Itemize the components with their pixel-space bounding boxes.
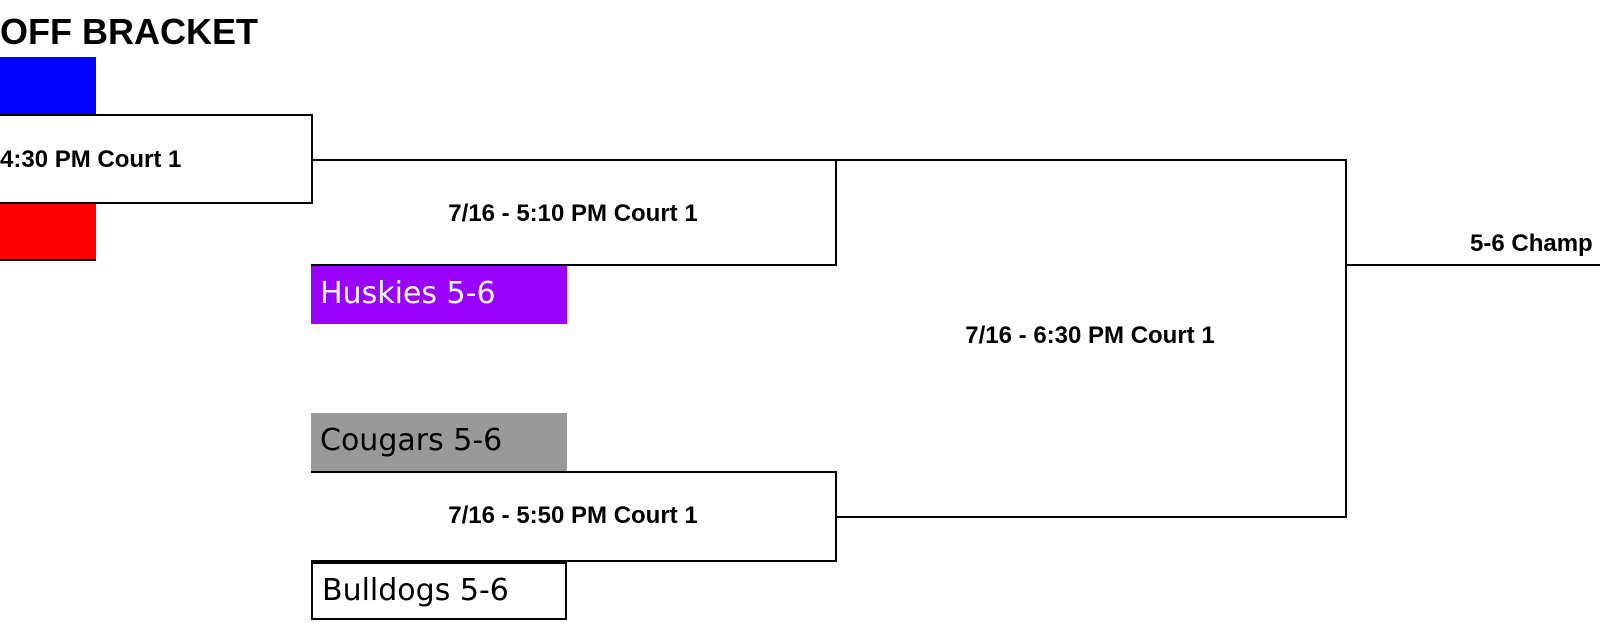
round1-game-label: 4:30 PM Court 1 [0, 146, 182, 173]
team-slot-red-baseline [0, 259, 96, 261]
round2-top-game-baseline [311, 264, 837, 266]
bracket-title: OFF BRACKET [0, 11, 258, 52]
round2-top-game-label: 7/16 - 5:10 PM Court 1 [448, 200, 698, 227]
semifinal-game-label: 7/16 - 6:30 PM Court 1 [965, 322, 1215, 349]
team-cougars: Cougars 5-6 [311, 413, 567, 471]
round1-game-box [0, 114, 313, 204]
final-line [1345, 264, 1600, 266]
final-champion-label: 5-6 Champ [1470, 230, 1593, 257]
semifinal-top-line [835, 159, 1347, 161]
round2-bottom-game-box [311, 471, 837, 562]
connector-r1-to-r2 [311, 159, 837, 161]
semifinal-bottom-line [835, 516, 1347, 518]
team-slot-red [0, 204, 96, 261]
team-bulldogs: Bulldogs 5-6 [311, 562, 567, 620]
team-slot-blue [0, 57, 96, 114]
round2-top-game-right-edge [835, 159, 837, 266]
team-huskies: Huskies 5-6 [311, 266, 567, 324]
round2-bottom-game-label: 7/16 - 5:50 PM Court 1 [448, 502, 698, 529]
semifinal-right-edge [1345, 159, 1347, 518]
